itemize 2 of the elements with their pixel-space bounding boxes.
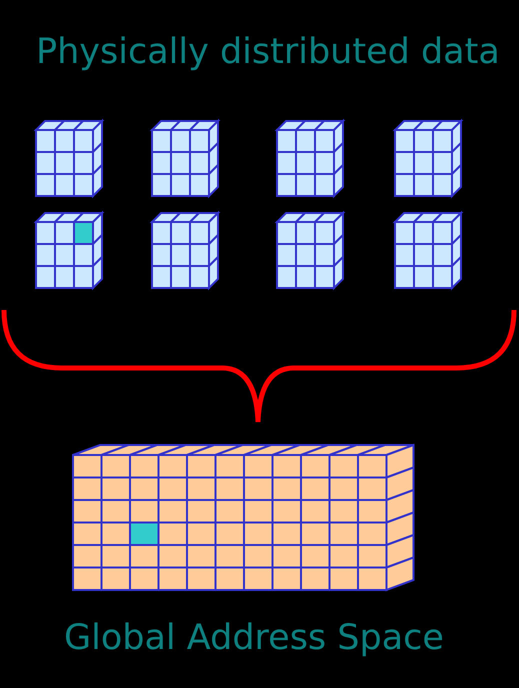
block-caption: Global Address Space — [64, 617, 444, 660]
title: Physically distributed data — [36, 31, 500, 74]
